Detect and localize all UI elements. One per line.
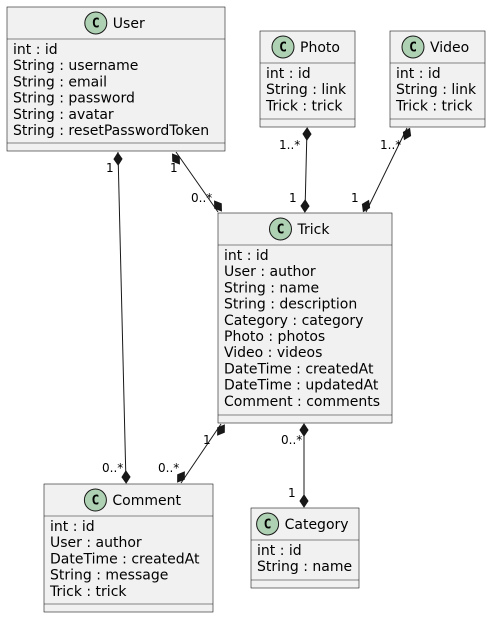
multiplicity-target: 1 (289, 191, 297, 205)
class-attribute: String : email (13, 74, 107, 90)
class-attribute: String : avatar (13, 107, 114, 123)
class-attribute: String : link (266, 82, 347, 98)
class-name: Category (285, 517, 349, 533)
class-stereotype-icon (271, 35, 295, 59)
class-attribute: DateTime : createdAt (50, 551, 200, 567)
class-stereotype-icon (269, 217, 292, 241)
relation-video-trick: 1..* 1 (351, 127, 412, 213)
class-attribute: Trick : trick (395, 98, 473, 114)
class-attribute: String : password (13, 91, 135, 107)
multiplicity-source: 1..* (380, 138, 401, 152)
relation-line (365, 127, 408, 213)
class-attribute: int : id (396, 66, 441, 82)
class-attribute: String : resetPasswordToken (13, 123, 209, 139)
multiplicity-source: 1..* (279, 138, 300, 152)
class-attribute: int : id (257, 543, 302, 559)
composition-diamond-icon (172, 153, 180, 165)
class-attribute: String : username (13, 58, 138, 74)
class-stereotype-icon (256, 512, 280, 536)
class-attribute: Trick : trick (265, 98, 343, 114)
class-name: User (113, 16, 145, 32)
composition-diamond-icon (299, 423, 309, 437)
relation-user-trick: 1 0..* (170, 151, 222, 213)
class-name: Photo (300, 40, 340, 56)
relation-trick-comment: 1 0..* (158, 423, 225, 484)
composition-diamond-icon (299, 494, 309, 508)
class-attribute: DateTime : createdAt (224, 361, 374, 377)
relation-photo-trick: 1..* 1 (279, 127, 312, 213)
relation-line (304, 127, 308, 213)
class-stereotype-letter: C (91, 494, 99, 509)
relation-trick-category: 0..* 1 (281, 423, 309, 508)
class-attribute: int : id (266, 66, 311, 82)
multiplicity-source: 1 (170, 161, 178, 175)
composition-diamond-icon (302, 127, 312, 141)
composition-diamond-icon (217, 424, 225, 436)
class-stereotype-letter: C (279, 41, 287, 56)
class-name: Comment (112, 493, 181, 509)
composition-diamond-icon (300, 199, 310, 213)
class-stereotype-letter: C (264, 518, 272, 533)
class-stereotype-letter: C (409, 41, 417, 56)
multiplicity-target: 0..* (158, 461, 179, 475)
composition-diamond-icon (361, 199, 371, 213)
composition-diamond-icon (214, 200, 222, 212)
class-box (217, 212, 393, 424)
multiplicity-target: 0..* (102, 461, 123, 475)
multiplicity-source: 1 (106, 161, 114, 175)
class-attribute: Comment : comments (224, 394, 380, 410)
class-attribute: String : description (224, 297, 357, 313)
composition-diamond-icon (121, 470, 131, 484)
class-attribute: Category : category (224, 313, 363, 329)
class-stereotype-icon (83, 488, 107, 512)
class-stereotype-icon (401, 35, 425, 59)
class-stereotype-letter: C (92, 17, 100, 32)
multiplicity-target: 0..* (191, 191, 212, 205)
composition-diamond-icon (177, 471, 185, 483)
class-attribute: Video : videos (224, 345, 322, 361)
class-attribute: Photo : photos (224, 329, 325, 345)
class-attribute: User : author (50, 535, 142, 551)
class-attribute: int : id (224, 248, 269, 264)
class-attribute: Trick : trick (49, 584, 127, 600)
class-attribute: String : name (257, 559, 352, 575)
class-stereotype-icon (84, 11, 108, 35)
class-name: Video (430, 40, 469, 56)
class-attribute: String : message (50, 568, 168, 584)
class-attribute: int : id (13, 42, 58, 58)
class-attribute: String : link (396, 82, 477, 98)
class-stereotype-letter: C (277, 223, 285, 238)
multiplicity-target: 1 (288, 486, 296, 500)
composition-diamond-icon (402, 127, 412, 141)
class-name: Trick (297, 222, 331, 238)
relation-user-comment: 1 0..* (102, 151, 131, 484)
composition-diamond-icon (113, 152, 123, 166)
class-attribute: DateTime : updatedAt (224, 378, 379, 394)
class-box (6, 6, 226, 152)
relation-line (180, 423, 222, 484)
multiplicity-source: 0..* (281, 433, 302, 447)
class-attribute: User : author (224, 264, 316, 280)
class-attribute: int : id (50, 519, 95, 535)
relation-line (117, 151, 127, 484)
relation-line (175, 151, 219, 213)
multiplicity-source: 1 (203, 433, 211, 447)
class-attribute: String : name (224, 280, 319, 296)
class-box (43, 483, 214, 613)
multiplicity-target: 1 (351, 191, 359, 205)
